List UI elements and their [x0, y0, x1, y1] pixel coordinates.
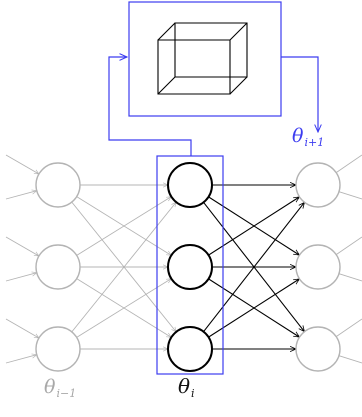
connection-current-to-next	[203, 202, 305, 332]
cube-edge	[229, 22, 248, 41]
neuron	[35, 244, 81, 290]
outgoing-connection	[338, 191, 362, 200]
neuron	[295, 162, 341, 208]
incoming-connection	[5, 236, 39, 256]
cube-front-face	[157, 39, 231, 95]
outgoing-connection	[335, 318, 362, 337]
feedback-arrow	[108, 57, 192, 156]
cube-back-face	[174, 22, 248, 78]
update-module	[108, 1, 318, 375]
incoming-connection	[5, 273, 37, 282]
outgoing-connection	[335, 236, 362, 255]
neuron	[35, 162, 81, 208]
connection-prev-to-current	[71, 202, 176, 333]
incoming-connection	[5, 191, 37, 200]
layer-label-current: θi	[178, 374, 195, 400]
module-box	[128, 1, 282, 117]
layer-label-next: θi+1	[292, 125, 324, 149]
outgoing-connection	[335, 154, 362, 173]
cube-edge	[157, 22, 176, 41]
incoming-connection	[5, 355, 37, 364]
subscript: i−1	[56, 387, 77, 400]
incoming-connection	[5, 154, 39, 174]
neuron	[35, 326, 81, 372]
active-connections	[203, 185, 305, 349]
neuron	[295, 244, 341, 290]
incoming-connection	[5, 318, 39, 338]
theta-symbol: θ	[44, 376, 56, 398]
connection-prev-to-current	[76, 279, 172, 338]
cube-edge	[229, 76, 248, 95]
subscript: i	[191, 387, 195, 400]
current-layer-highlight	[156, 155, 224, 375]
connection-current-to-next	[208, 197, 300, 256]
faded-connections	[5, 154, 362, 364]
connection-current-to-next	[208, 279, 300, 338]
neuron	[295, 326, 341, 372]
theta-symbol: θ	[292, 125, 304, 147]
outgoing-connection	[338, 355, 362, 364]
output-arrow	[281, 56, 318, 132]
neuron	[167, 162, 213, 208]
connection-prev-to-current	[76, 197, 172, 256]
wireframe-cube-icon	[157, 22, 248, 95]
neuron	[167, 244, 213, 290]
neuron	[167, 326, 213, 372]
cube-edge	[157, 76, 176, 95]
subscript: i+1	[304, 136, 325, 149]
layer-label-prev: θi−1	[44, 376, 76, 400]
theta-symbol: θ	[178, 374, 191, 398]
neurons	[35, 162, 341, 372]
outgoing-connection	[338, 273, 362, 282]
